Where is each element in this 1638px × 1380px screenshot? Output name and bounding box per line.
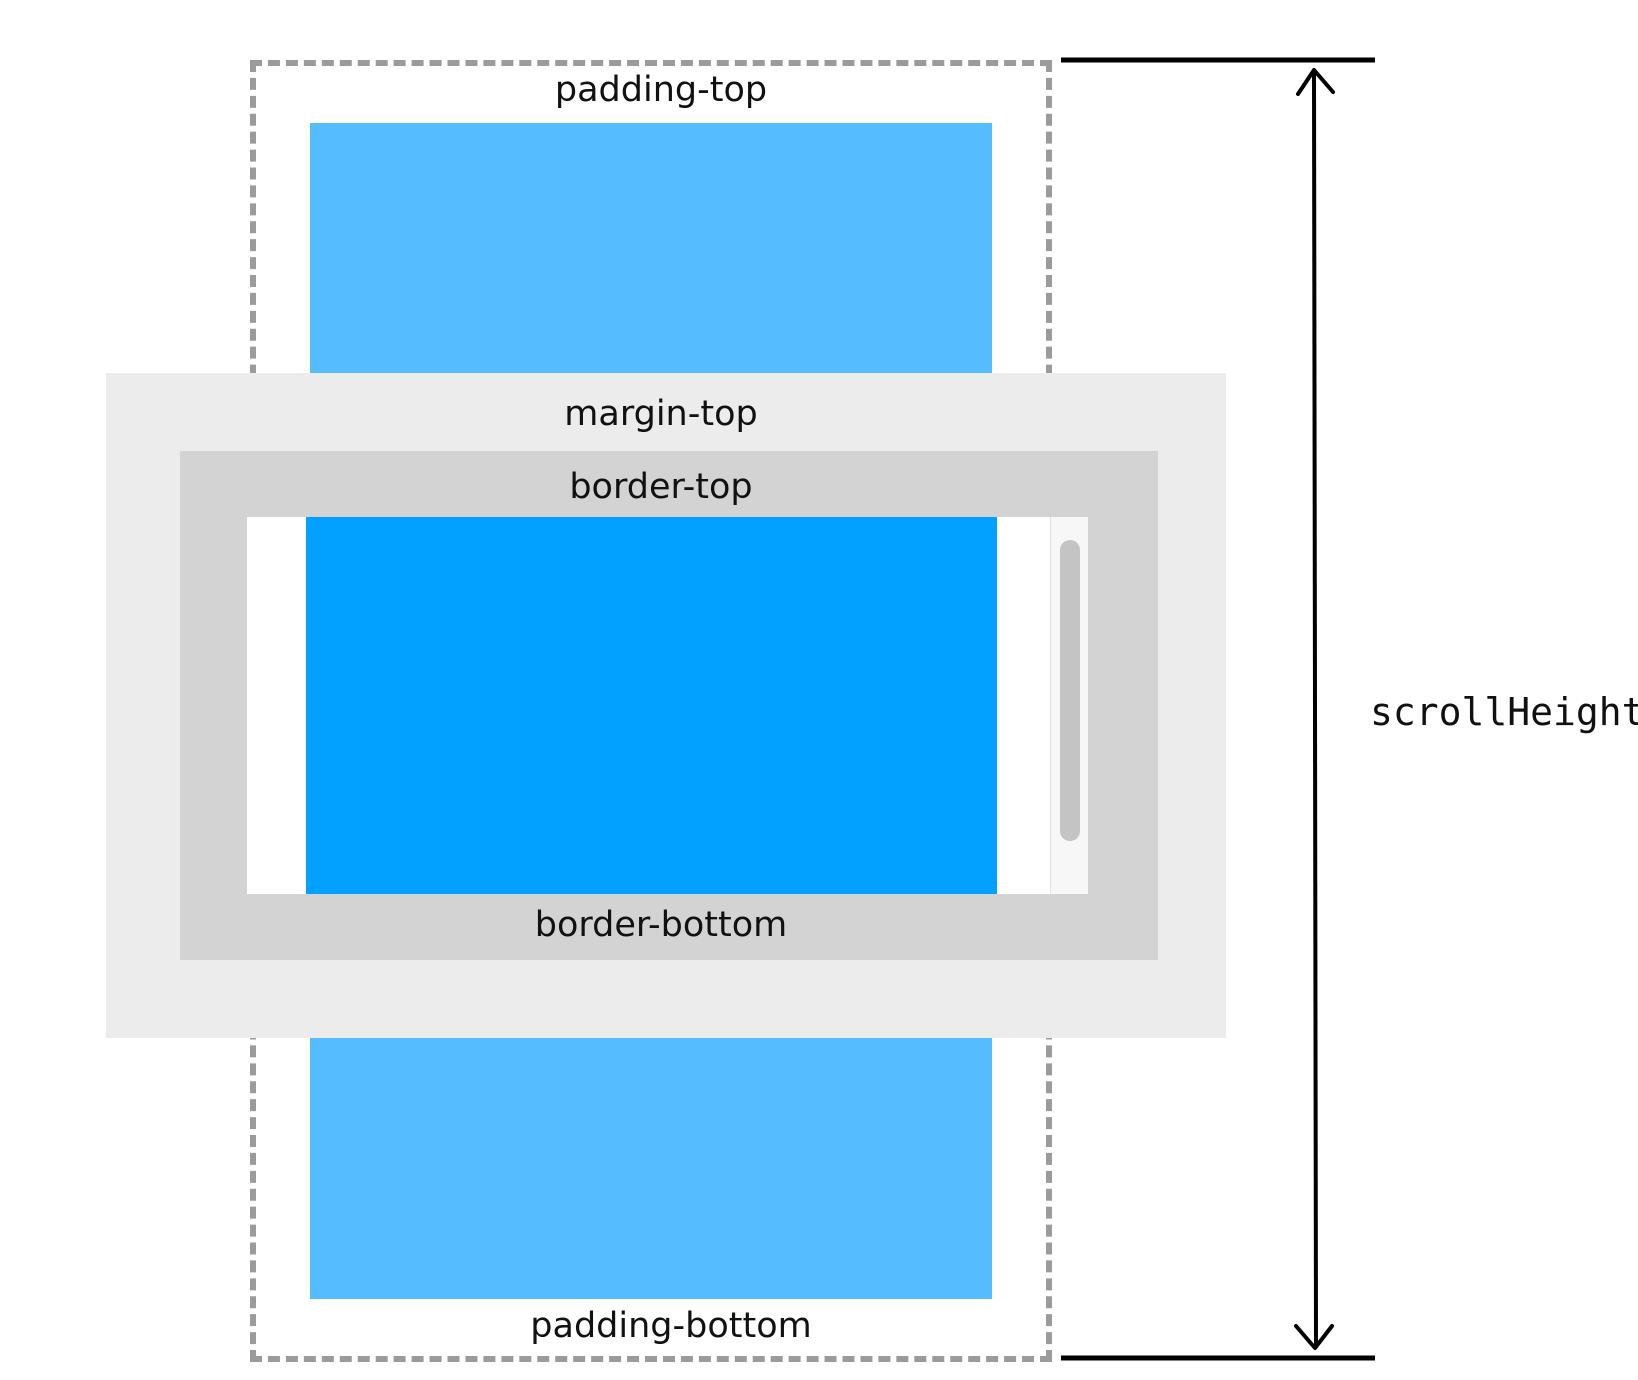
scrollbar-thumb (1060, 540, 1080, 841)
dimension-line (1312, 71, 1318, 1347)
padding-bottom-area (310, 1038, 992, 1299)
padding-top-label: padding-top (554, 70, 768, 110)
border-top-label: border-top (569, 467, 753, 507)
padding-top-area (310, 123, 992, 373)
margin-top-label: margin-top (564, 394, 758, 434)
padding-bottom-label: padding-bottom (530, 1306, 812, 1346)
arrow-up-icon (1296, 68, 1335, 96)
scroll-height-label: scrollHeight (1370, 690, 1638, 734)
content-area (306, 517, 997, 894)
border-bottom-label: border-bottom (534, 905, 788, 945)
arrow-down-icon (1294, 1324, 1334, 1350)
